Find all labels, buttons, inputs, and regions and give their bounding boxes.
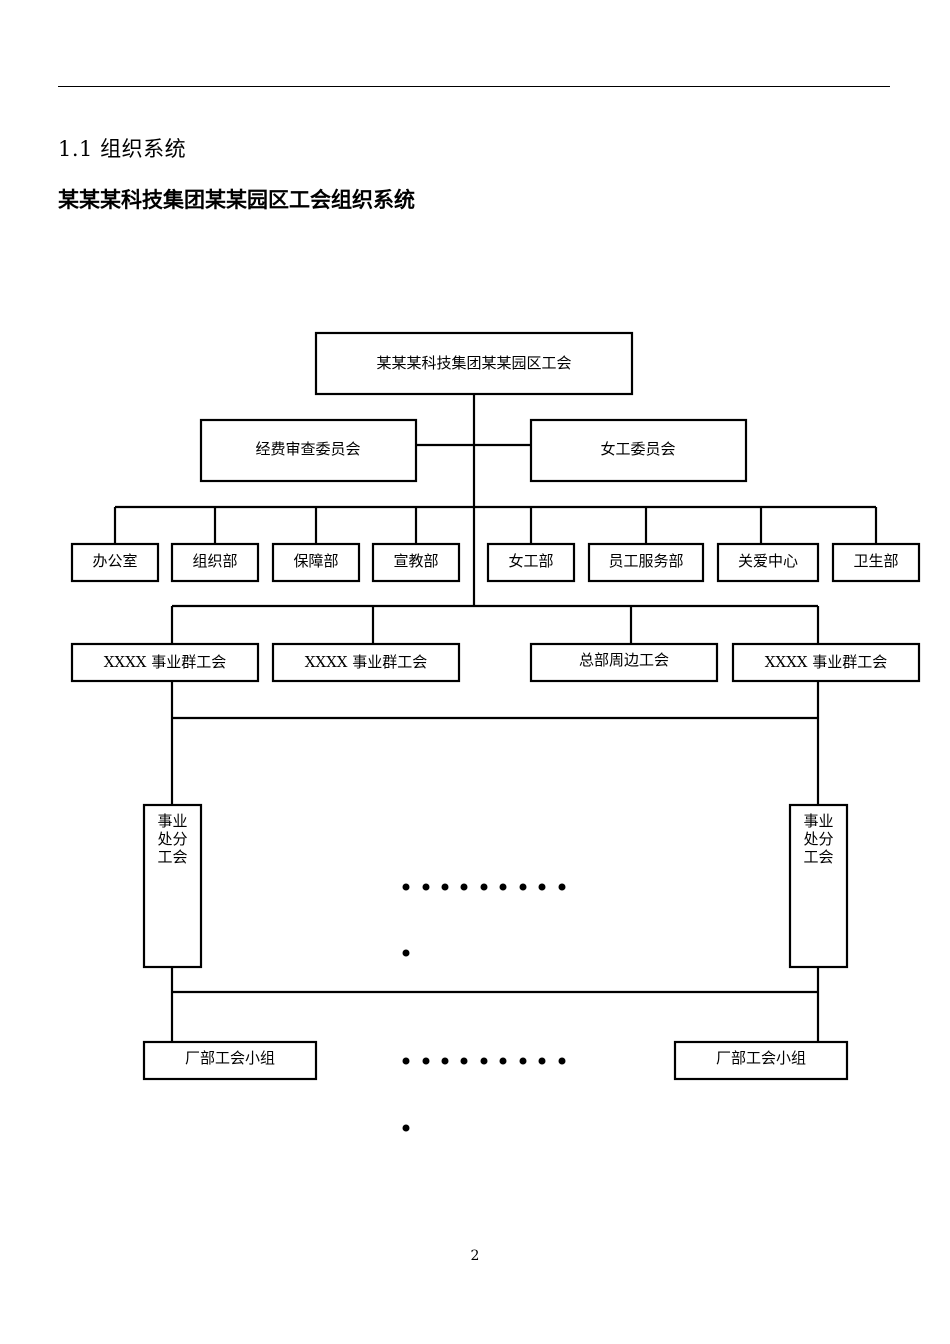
committee-label: 女工委员会 <box>600 440 675 458</box>
document-title: 某某某科技集团某某园区工会组织系统 <box>58 187 415 212</box>
department-node: 卫生部 <box>831 542 921 583</box>
group-union-node: XXXX 事业群工会 <box>271 642 461 683</box>
department-node: 员工服务部 <box>587 542 705 583</box>
department-node: 女工部 <box>486 542 576 583</box>
department-node: 保障部 <box>271 542 361 583</box>
department-label: 关爱中心 <box>738 552 798 570</box>
department-label: 保障部 <box>293 552 338 570</box>
department-node: 宣教部 <box>371 542 461 583</box>
header-rule <box>58 86 890 87</box>
factory-group-label: 厂部工会小组 <box>185 1049 275 1067</box>
department-label: 组织部 <box>192 552 237 570</box>
division-union-label: 事业处分工会 <box>803 812 834 866</box>
committee-node: 女工委员会 <box>529 418 748 483</box>
group-union-label: XXXX 事业群工会 <box>104 653 226 671</box>
factory-group-label: 厂部工会小组 <box>716 1049 806 1067</box>
group-union-label: XXXX 事业群工会 <box>765 653 887 671</box>
section-heading: 1.1 组织系统 <box>58 137 187 161</box>
department-label: 宣教部 <box>393 552 438 570</box>
factory-group-node: 厂部工会小组 <box>142 1040 318 1081</box>
connector-lines <box>113 394 878 1042</box>
committee-node: 经费审查委员会 <box>199 418 418 483</box>
ellipsis-dots-lower <box>402 1057 566 1132</box>
committee-label: 经费审查委员会 <box>255 440 360 458</box>
root-node: 某某某科技集团某某园区工会 <box>314 331 634 396</box>
division-union-node: 事业处分工会 <box>788 803 849 969</box>
group-union-node: XXXX 事业群工会 <box>731 642 921 683</box>
division-union-node: 事业处分工会 <box>142 803 203 969</box>
group-union-label: 总部周边工会 <box>579 651 669 669</box>
group-union-node: XXXX 事业群工会 <box>70 642 260 683</box>
root-label: 某某某科技集团某某园区工会 <box>376 354 571 372</box>
department-label: 办公室 <box>92 552 137 570</box>
department-node: 关爱中心 <box>716 542 820 583</box>
ellipsis-dots-upper <box>402 883 566 957</box>
department-label: 员工服务部 <box>608 552 683 570</box>
department-label: 卫生部 <box>853 552 898 570</box>
group-union-label: XXXX 事业群工会 <box>305 653 427 671</box>
page-number: 2 <box>470 1248 480 1264</box>
division-union-label: 事业处分工会 <box>157 812 188 866</box>
factory-group-node: 厂部工会小组 <box>673 1040 849 1081</box>
department-node: 办公室 <box>70 542 160 583</box>
group-union-node: 总部周边工会 <box>529 642 719 683</box>
department-node: 组织部 <box>170 542 260 583</box>
department-label: 女工部 <box>508 552 553 570</box>
